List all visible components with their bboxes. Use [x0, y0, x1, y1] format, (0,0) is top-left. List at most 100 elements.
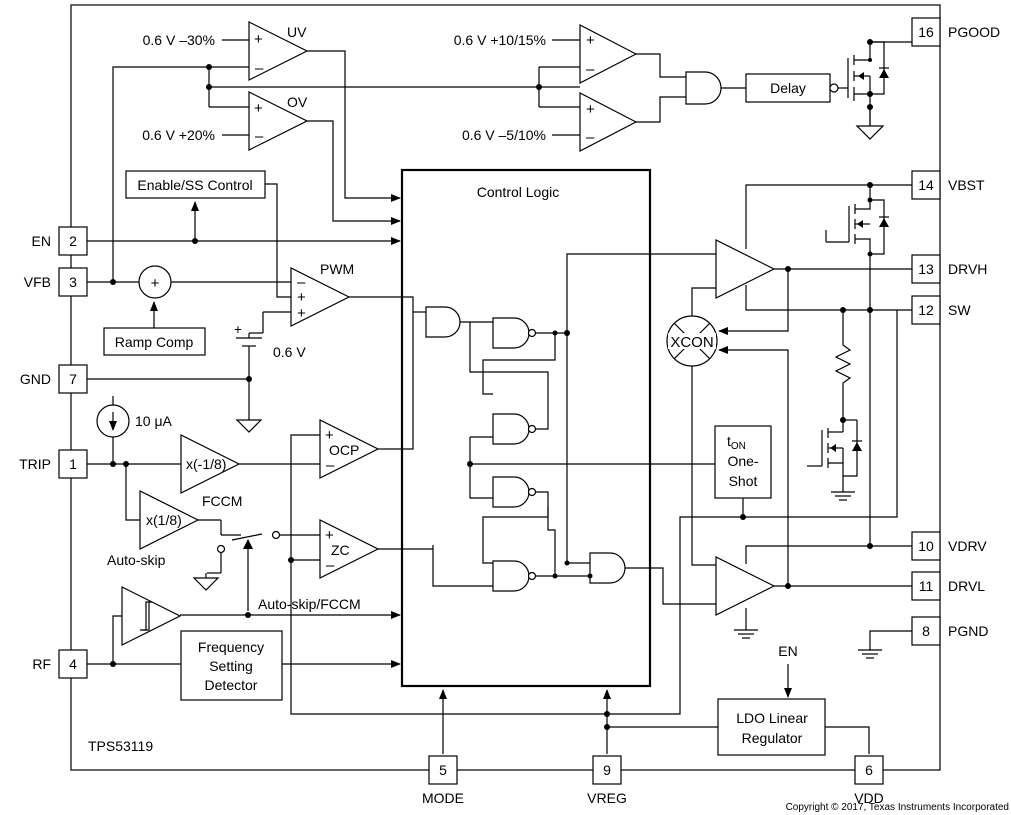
pgood-and-gate: [685, 71, 722, 105]
ldo-block: [717, 698, 826, 756]
logic-nand-2: [492, 317, 530, 349]
svg-text:+: +: [297, 289, 306, 306]
pin-number: 16: [918, 24, 934, 40]
control-logic-block: [400, 168, 652, 688]
pin-box: [58, 364, 88, 394]
delay-block: [745, 73, 831, 103]
svg-text:+: +: [254, 100, 263, 117]
gain-trip-label: x(-1/8): [186, 456, 226, 472]
freq-detector-block: [180, 630, 283, 701]
pin-number: 3: [69, 274, 77, 290]
pin-number: 13: [918, 261, 934, 277]
pin-en: 2 EN: [32, 226, 88, 256]
pin-box: [911, 254, 941, 284]
svg-text:+: +: [234, 322, 242, 337]
pin-box: [911, 531, 941, 561]
pwm-label: PWM: [320, 261, 354, 277]
pin-name: VDRV: [948, 538, 987, 554]
svg-text:Detector: Detector: [205, 677, 258, 693]
pin-name: VDD: [854, 790, 884, 806]
svg-text:–: –: [326, 457, 335, 474]
enable-ss-label: Enable/SS Control: [137, 177, 252, 193]
pin-name: DRVL: [948, 578, 985, 594]
ref-pg-lo-label: 0.6 V –5/10%: [462, 127, 546, 143]
pin-name: EN: [32, 233, 51, 249]
logic-nand-5: [492, 560, 530, 592]
uv-label: UV: [287, 24, 307, 40]
svg-text:tON: tON: [727, 433, 746, 452]
svg-text:Shot: Shot: [729, 473, 758, 489]
pin-pgnd: 8 PGND: [911, 616, 988, 646]
fccm-gain-amp: [139, 490, 200, 550]
trip-gain-amp: [180, 434, 241, 494]
chip-name: TPS53119: [88, 738, 153, 754]
pin-box: [911, 170, 941, 200]
pin-number: 2: [69, 233, 77, 249]
drvl-driver: [715, 556, 776, 616]
zc-comparator: [319, 519, 380, 579]
svg-text:+: +: [325, 427, 334, 444]
ramp-comp-block: [103, 327, 206, 356]
svg-text:–: –: [586, 61, 595, 78]
pin-number: 7: [69, 371, 77, 387]
resistor: [834, 344, 852, 420]
pin-box: [58, 649, 88, 679]
fccm-label: FCCM: [202, 493, 242, 509]
pin-box: [58, 226, 88, 256]
svg-text:Setting: Setting: [209, 658, 253, 674]
svg-text:One-: One-: [727, 453, 758, 469]
pin-number: 9: [603, 762, 611, 778]
ref-uv-label: 0.6 V –30%: [143, 32, 215, 48]
pin-number: 11: [919, 578, 934, 594]
ov-label: OV: [287, 94, 308, 110]
svg-text:–: –: [255, 128, 264, 145]
pin-name: VFB: [24, 274, 51, 290]
pin-number: 8: [922, 623, 930, 639]
pin-name: MODE: [422, 790, 464, 806]
high-side-mosfet: [825, 182, 889, 313]
svg-text:+: +: [254, 31, 263, 48]
pin-name: SW: [948, 302, 971, 318]
pin-name: RF: [32, 656, 51, 672]
pin-number: 10: [918, 538, 934, 554]
summer-label: +: [151, 275, 160, 292]
pin-number: 12: [918, 302, 934, 318]
svg-text:LDO Linear: LDO Linear: [736, 710, 808, 726]
ocp-comparator: [319, 419, 380, 479]
auto-skip-label: Auto-skip: [107, 552, 166, 568]
ov-comparator: [248, 91, 309, 151]
logic-and-1: [425, 306, 461, 338]
pin-name: VBST: [948, 177, 985, 193]
schmitt-buffer: [121, 586, 182, 646]
ref-pg-hi-label: 0.6 V +10/15%: [454, 32, 546, 48]
pin-number: 14: [918, 177, 934, 193]
pin-name: VREG: [587, 790, 627, 806]
svg-text:–: –: [326, 557, 335, 574]
zc-label: ZC: [331, 542, 350, 558]
copyright: Copyright © 2017, Texas Instruments Inco…: [786, 802, 1009, 813]
enable-ss-block: [125, 170, 266, 199]
svg-text:–: –: [297, 274, 306, 291]
pin-number: 4: [69, 656, 77, 672]
pin-box: [911, 295, 941, 325]
en-ldo-label: EN: [778, 643, 797, 659]
pin-number: 1: [69, 456, 77, 472]
pin-box: [854, 755, 884, 785]
pin-name: PGND: [948, 623, 988, 639]
pin-vbst: 14 VBST: [911, 170, 985, 200]
pin-number: 6: [865, 762, 873, 778]
pin-number: 5: [439, 762, 447, 778]
drvh-driver: [715, 239, 776, 299]
pin-box: [911, 571, 941, 601]
xcon-label: XCON: [670, 334, 713, 351]
pin-drvl: 11 DRVL: [911, 571, 985, 601]
pin-box: [592, 755, 622, 785]
delay-label: Delay: [770, 80, 806, 96]
pgood-mosfet: [847, 39, 912, 140]
pin-box: [428, 755, 458, 785]
